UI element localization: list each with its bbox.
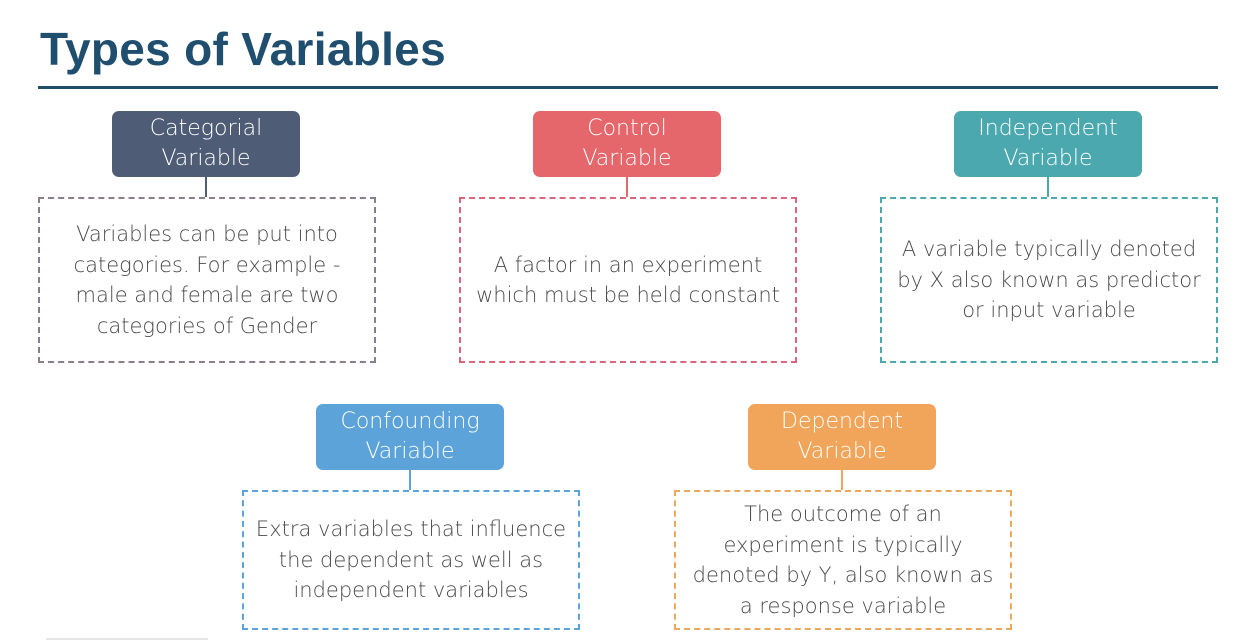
independent-variable-card: Independent Variable A variable typicall… <box>880 111 1218 363</box>
connector <box>626 177 628 197</box>
dependent-variable-card: Dependent Variable The outcome of an exp… <box>674 404 1012 630</box>
connector <box>205 177 207 197</box>
connector <box>409 470 411 490</box>
confounding-variable-description: Extra variables that influence the depen… <box>242 490 580 630</box>
dependent-variable-description: The outcome of an experiment is typicall… <box>674 490 1012 630</box>
dependent-variable-label: Dependent Variable <box>748 404 936 470</box>
control-variable-label: Control Variable <box>533 111 721 177</box>
confounding-variable-card: Confounding Variable Extra variables tha… <box>242 404 580 630</box>
title-underline <box>38 86 1218 89</box>
control-variable-card: Control Variable A factor in an experime… <box>459 111 797 363</box>
slide-title: Types of Variables <box>40 23 446 75</box>
confounding-variable-label: Confounding Variable <box>316 404 504 470</box>
independent-variable-description: A variable typically denoted by X also k… <box>880 197 1218 363</box>
categorical-variable-card: Categorial Variable Variables can be put… <box>38 111 376 363</box>
control-variable-description: A factor in an experiment which must be … <box>459 197 797 363</box>
categorical-variable-label: Categorial Variable <box>112 111 300 177</box>
independent-variable-label: Independent Variable <box>954 111 1142 177</box>
categorical-variable-description: Variables can be put into categories. Fo… <box>38 197 376 363</box>
connector <box>841 470 843 490</box>
footer-divider <box>46 638 208 640</box>
connector <box>1047 177 1049 197</box>
